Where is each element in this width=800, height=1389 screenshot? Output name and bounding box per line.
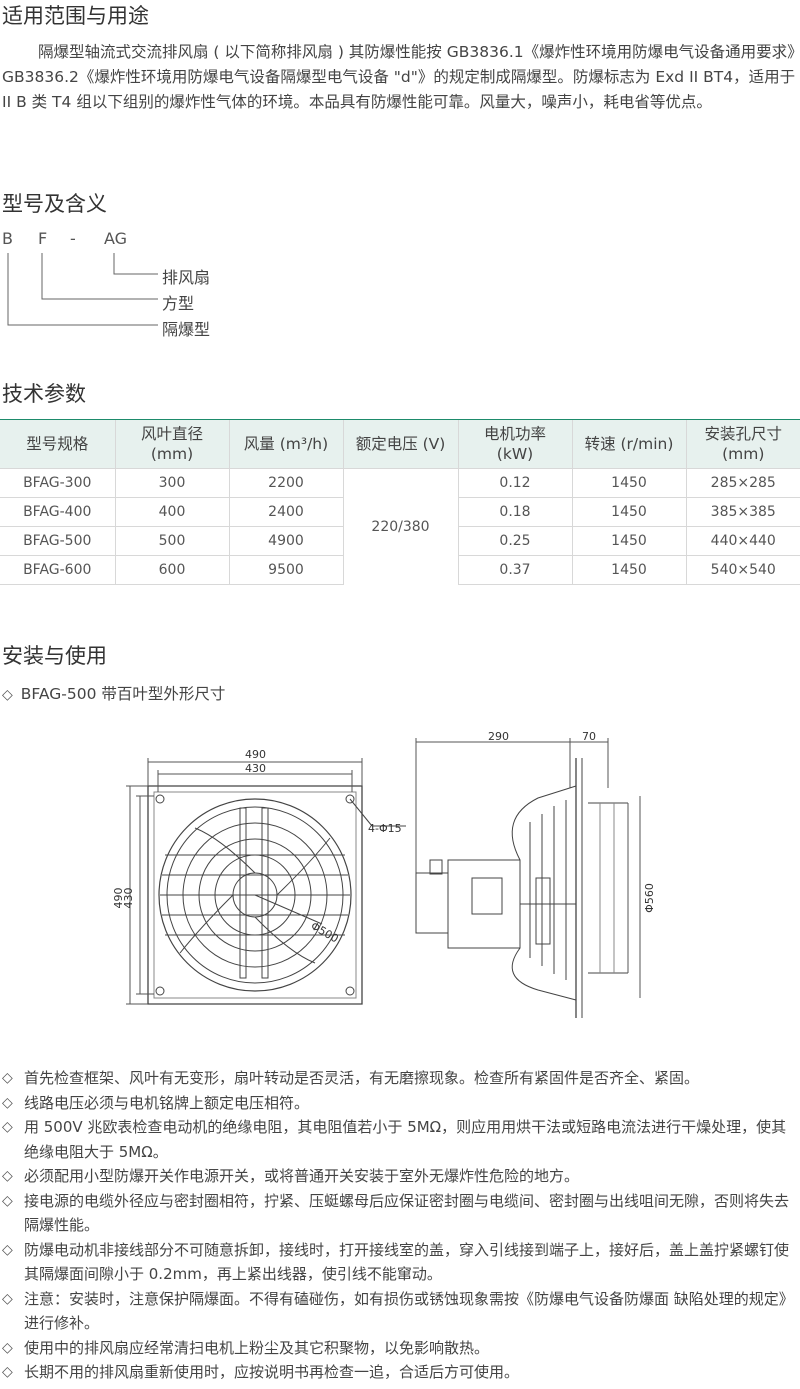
diamond-icon: ◇ [2,1192,13,1209]
header-voltage: 额定电压 (V) [342,420,458,469]
list-item: ◇接电源的电缆外径应与密封圈相符，拧紧、压蜓螺母后应保证密封圈与电缆间、密封圈与… [0,1189,800,1238]
table-row: BFAG-300 300 2200 220/380 0.12 1450 285×… [0,468,800,585]
list-item: ◇注意：安装时，注意保护隔爆面。不得有磕碰伤，如有损伤或锈蚀现象需按《防爆电气设… [0,1287,800,1336]
cell-model: BFAG-300 [0,468,115,498]
cell-model: BFAG-500 [0,526,115,556]
dim-430-top: 430 [245,762,266,775]
model-letter-dash: - [70,229,76,248]
cell-model: BFAG-400 [0,497,115,527]
spec-table: 型号规格 风叶直径(mm) 风量 (m³/h) 额定电压 (V) 电机功率(kW… [0,420,800,585]
usage-paragraph: 隔爆型轴流式交流排风扇 ( 以下简称排风扇 ) 其防爆性能按 GB3836.1《… [2,40,798,115]
section-title-spec: 技术参数 [2,382,86,406]
section-title-install: 安装与使用 [2,644,107,668]
model-code: B F - AG [0,229,160,255]
dim-70: 70 [582,730,596,743]
section-title-model: 型号及含义 [2,192,107,216]
table-row: BFAG-400 400 2400 0.18 1450 385×385 [0,497,800,527]
cell-speed: 1450 [571,526,686,556]
install-instructions: ◇首先检查框架、风叶有无变形，扇叶转动是否灵活，有无磨擦现象。检查所有紧固件是否… [0,1066,800,1385]
dim-560: Φ560 [643,883,656,913]
section-title-usage: 适用范围与用途 [2,4,149,28]
header-hole: 安装孔尺寸(mm) [685,420,800,469]
cell-speed: 1450 [571,555,686,585]
header-power: 电机功率(kW) [457,420,572,469]
header-diameter: 风叶直径(mm) [114,420,229,469]
cell-diameter: 600 [114,555,229,585]
cell-power: 0.25 [457,526,572,556]
drawing-caption-text: BFAG-500 带百叶型外形尺寸 [20,685,226,703]
fan-diameter-label: Φ500 [309,919,341,945]
cell-power: 0.18 [457,497,572,527]
cell-diameter: 300 [114,468,229,498]
list-item: ◇用 500V 兆欧表检查电动机的绝缘电阻，其电阻值若小于 5MΩ，则应用用烘干… [0,1115,800,1164]
hole-label: 4-Φ15 [368,822,402,835]
list-item: ◇必须配用小型防爆开关作电源开关，或将普通开关安装于室外无爆炸性危险的地方。 [0,1164,800,1189]
list-item: ◇线路电压必须与电机铭牌上额定电压相符。 [0,1091,800,1116]
diamond-icon: ◇ [2,1094,13,1111]
diamond-icon: ◇ [2,1119,13,1135]
list-item: ◇防爆电动机非接线部分不可随意拆卸，接线时，打开接线室的盖，穿入引线接到端子上，… [0,1238,800,1287]
list-item: ◇使用中的排风扇应经常清扫电机上粉尘及其它积聚物，以免影响散热。 [0,1336,800,1361]
cell-speed: 1450 [571,468,686,498]
diamond-icon: ◇ [2,1168,13,1184]
cell-hole: 540×540 [685,555,800,585]
dim-490-left: 490 [112,888,125,909]
usage-paragraph-text: 隔爆型轴流式交流排风扇 ( 以下简称排风扇 ) 其防爆性能按 GB3836.1《… [2,43,796,111]
model-letter-b: B [2,229,13,248]
cell-flow: 9500 [228,555,343,585]
diamond-icon: ◇ [2,1364,13,1380]
cell-flow: 2400 [228,497,343,527]
cell-power: 0.12 [457,468,572,498]
cell-voltage: 220/380 [342,468,458,585]
list-item: ◇首先检查框架、风叶有无变形，扇叶转动是否灵活，有无磨擦现象。检查所有紧固件是否… [0,1066,800,1091]
model-letter-ag: AG [104,229,128,248]
dim-490-top: 490 [245,748,266,761]
model-label-fan: 排风扇 [162,268,211,287]
cell-speed: 1450 [571,497,686,527]
model-bracket-lines [7,253,158,326]
cell-hole: 440×440 [685,526,800,556]
cell-hole: 385×385 [685,497,800,527]
diamond-icon: ◇ [2,1070,13,1086]
table-row: BFAG-600 600 9500 0.37 1450 540×540 [0,555,800,585]
table-header-row: 型号规格 风叶直径(mm) 风量 (m³/h) 额定电压 (V) 电机功率(kW… [0,420,800,469]
cell-model: BFAG-600 [0,555,115,585]
model-label-explosion: 隔爆型 [162,320,211,339]
list-item: ◇长期不用的排风扇重新使用时，应按说明书再检查一追，合适后方可使用。 [0,1360,800,1385]
dim-430-left: 430 [122,888,135,909]
fan-outline-drawing: 490 430 490 430 4-Φ15 Φ500 290 70 Φ560 [112,730,656,1018]
diamond-icon: ◇ [2,1241,13,1258]
header-model: 型号规格 [26,435,89,453]
dim-290: 290 [488,730,509,743]
cell-flow: 4900 [228,526,343,556]
cell-hole: 285×285 [685,468,800,498]
diamond-icon: ◇ [2,1339,13,1356]
model-letter-f: F [38,229,48,248]
drawing-caption: ◇ BFAG-500 带百叶型外形尺寸 [2,682,225,704]
table-row: BFAG-500 500 4900 0.25 1450 440×440 [0,526,800,556]
header-speed: 转速 (r/min) [571,420,686,469]
cell-diameter: 500 [114,526,229,556]
diamond-icon: ◇ [2,687,13,703]
cell-flow: 2200 [228,468,343,498]
cell-power: 0.37 [457,555,572,585]
model-label-square: 方型 [162,294,195,313]
header-flow: 风量 (m³/h) [228,420,343,469]
diamond-icon: ◇ [2,1290,13,1307]
cell-diameter: 400 [114,497,229,527]
